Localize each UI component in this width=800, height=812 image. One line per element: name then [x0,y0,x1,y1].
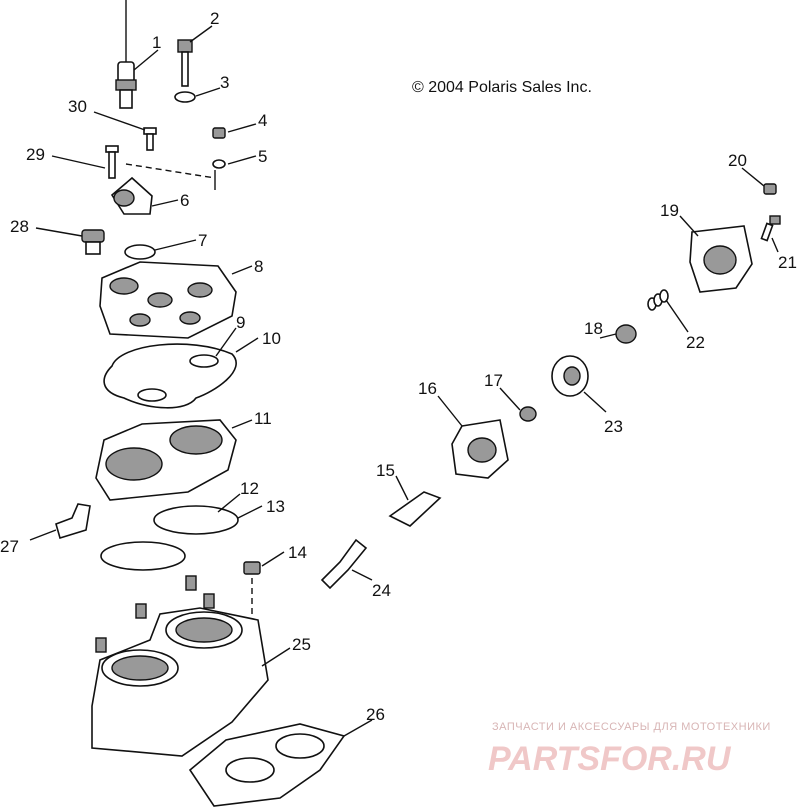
part-16-pump-housing [451,419,509,479]
watermark: ЗАПЧАСТИ И АКСЕССУАРЫ ДЛЯ МОТОТЕХНИКИ PA… [488,721,771,778]
callout-6: 6 [180,191,189,210]
callout-1: 1 [152,33,161,52]
part-12-13-gasket [153,505,239,535]
callout-3: 3 [220,73,229,92]
callout-17: 17 [484,371,503,390]
part-27-elbow-fitting [55,503,91,540]
callout-27: 27 [0,537,19,556]
callout-21: 21 [778,253,797,272]
part-19-pump-cover [689,225,753,293]
callout-12: 12 [240,479,259,498]
part-11-cylinder-head [95,419,237,501]
callout-2: 2 [210,9,219,28]
callout-25: 25 [292,635,311,654]
callout-4: 4 [258,111,267,130]
part-8-head-cover [99,261,237,339]
part-25-cylinder-block [91,575,269,757]
callout-14: 14 [288,543,307,562]
part-23-impeller [551,355,589,397]
leader-lines [29,25,779,737]
callout-24: 24 [372,581,391,600]
callout-13: 13 [266,497,285,516]
part-21-screw [760,215,781,242]
callout-23: 23 [604,417,623,436]
callout-29: 29 [26,145,45,164]
callout-30: 30 [68,97,87,116]
part-7-o-ring [124,244,156,260]
callout-18: 18 [584,319,603,338]
callout-10: 10 [262,329,281,348]
callout-20: 20 [728,151,747,170]
callout-11: 11 [254,409,272,428]
part-12-13-gasket-2 [100,541,186,571]
part-22-spring [647,289,669,311]
part-1-sender [115,0,137,109]
part-14-nut [243,561,261,575]
callout-7: 7 [198,231,207,250]
callout-8: 8 [254,257,263,276]
part-24-fitting [320,538,368,590]
part-28-thermostat [81,229,105,255]
part-9-10-head-gasket [103,343,237,409]
watermark-tagline: ЗАПЧАСТИ И АКСЕССУАРЫ ДЛЯ МОТОТЕХНИКИ [492,721,771,733]
part-26-base-gasket [188,723,346,807]
part-17-nut [519,406,537,422]
part-20-bolt [763,183,777,195]
part-3-washer [174,91,196,103]
part-18-seal [615,324,637,344]
part-30-screw [143,127,157,151]
part-6-thermostat-housing [110,163,216,215]
callout-19: 19 [660,201,679,220]
callout-28: 28 [10,217,29,236]
part-5-washer [212,159,226,169]
callout-26: 26 [366,705,385,724]
callout-labels: 1 2 3 4 5 6 7 8 9 10 11 12 13 14 15 16 1… [0,9,797,724]
part-15-gasket [388,491,442,527]
callout-22: 22 [686,333,705,352]
watermark-brand: PARTSFOR.RU [488,740,732,778]
copyright-text: © 2004 Polaris Sales Inc. [412,79,592,96]
callout-16: 16 [418,379,437,398]
callout-15: 15 [376,461,395,480]
part-4-nut [212,127,226,139]
callout-9: 9 [236,313,245,332]
callout-5: 5 [258,147,267,166]
part-2-bolt [177,39,193,87]
part-29-bolt [105,145,119,179]
